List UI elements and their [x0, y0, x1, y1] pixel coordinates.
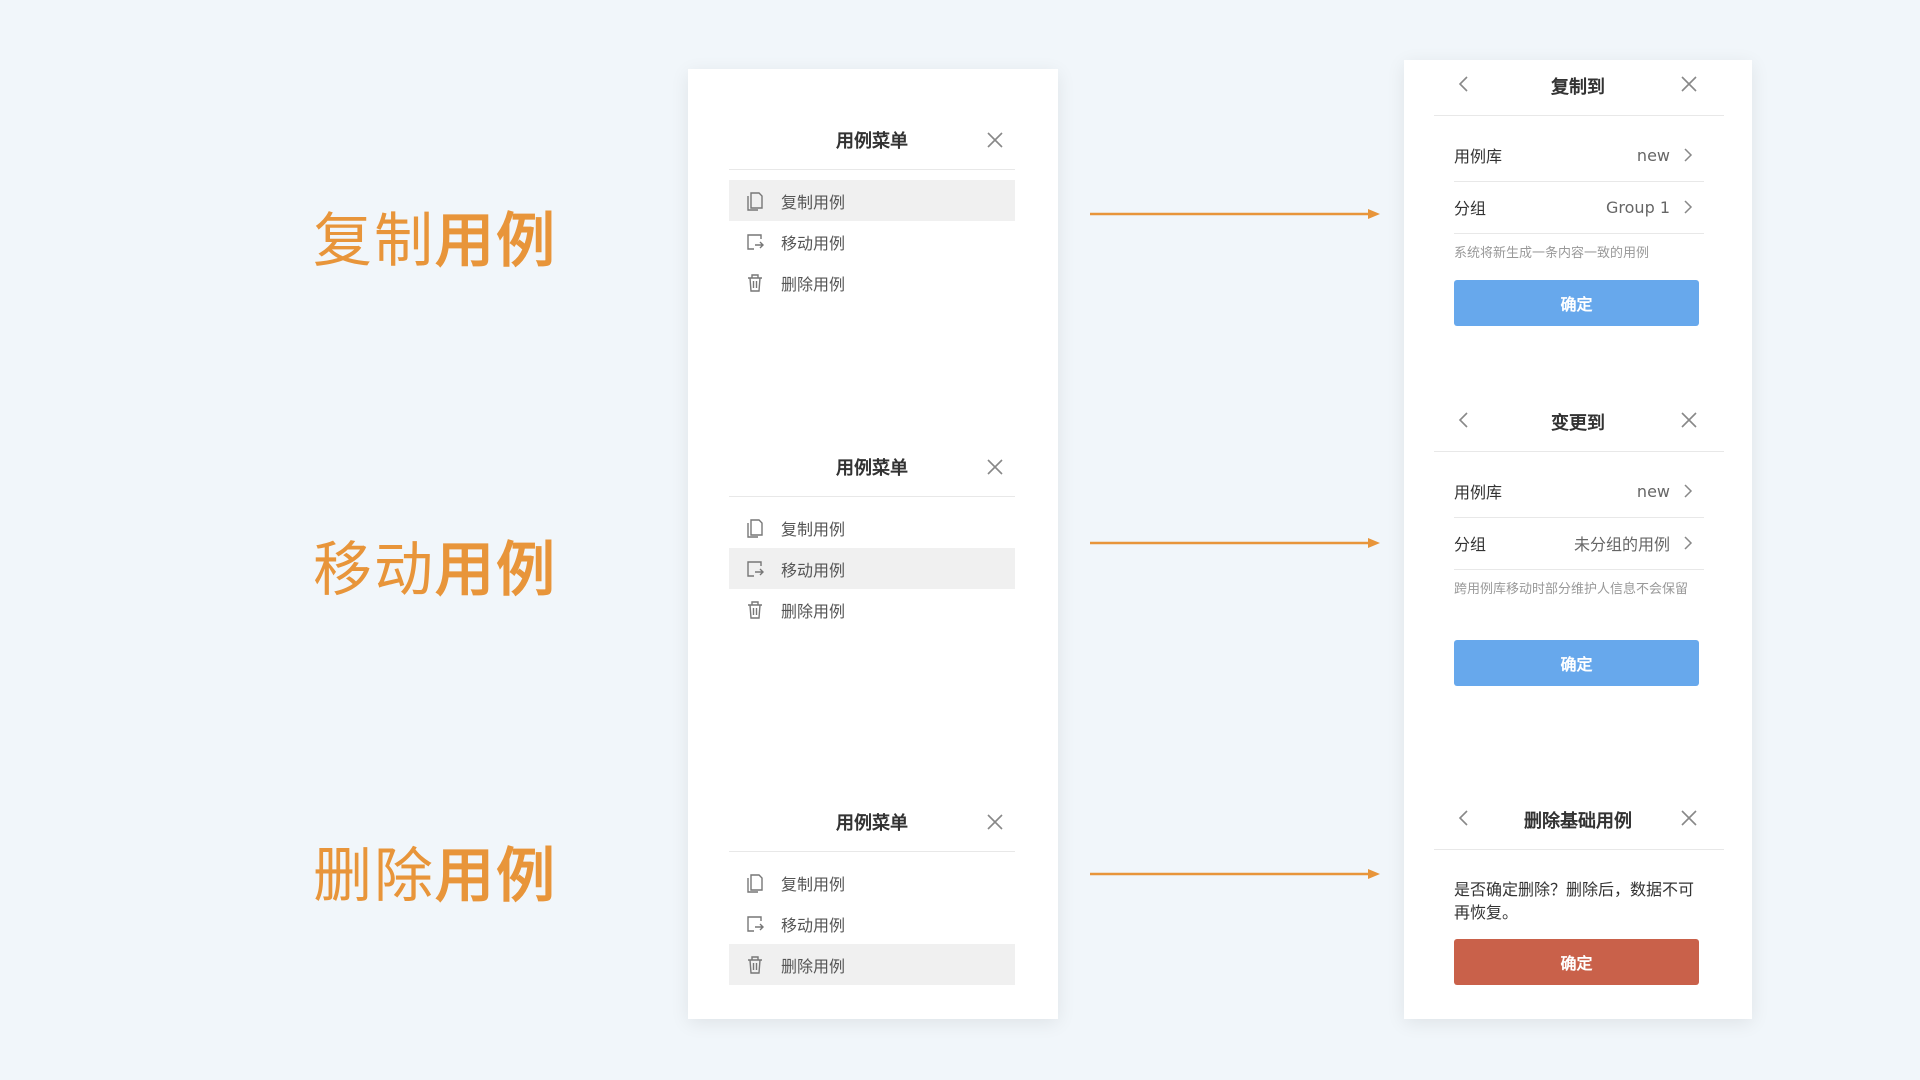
- menu-item-move[interactable]: 移动用例: [729, 221, 1015, 262]
- confirm-delete-button[interactable]: 确定: [1454, 939, 1699, 985]
- menu-item-copy[interactable]: 复制用例: [729, 507, 1015, 548]
- menu-item-label: 移动用例: [781, 915, 846, 935]
- menu-item-move[interactable]: 移动用例: [729, 903, 1015, 944]
- label-move-case: 移动用例: [313, 535, 558, 604]
- divider: [1454, 233, 1704, 234]
- confirm-button[interactable]: 确定: [1454, 640, 1699, 686]
- group-value: Group 1: [1606, 197, 1670, 217]
- library-label: 用例库: [1454, 147, 1503, 166]
- menu-item-label: 移动用例: [781, 560, 846, 580]
- flow-arrow-icon: [1090, 869, 1380, 879]
- close-icon[interactable]: [985, 812, 1005, 832]
- divider: [1454, 517, 1704, 518]
- close-icon[interactable]: [985, 457, 1005, 477]
- trash-icon: [748, 273, 762, 292]
- action-panels-card: 复制到 用例库 new 分组 Group 1 系统将新生成一条内容一致的用例 确…: [1404, 60, 1752, 1019]
- menu-item-delete[interactable]: 删除用例: [729, 944, 1015, 985]
- trash-icon: [748, 600, 762, 619]
- group-value: 未分组的用例: [1573, 535, 1670, 554]
- move-icon: [747, 233, 764, 250]
- close-icon[interactable]: [1679, 74, 1699, 94]
- divider: [1434, 115, 1724, 116]
- library-label: 用例库: [1454, 483, 1503, 502]
- menu-item-delete[interactable]: 删除用例: [729, 262, 1015, 303]
- library-value: new: [1636, 481, 1670, 501]
- menu-item-label: 删除用例: [781, 956, 846, 976]
- close-icon[interactable]: [985, 130, 1005, 150]
- label-copy-case: 复制用例: [313, 206, 558, 275]
- close-icon[interactable]: [1679, 808, 1699, 828]
- chevron-right-icon: [1684, 536, 1693, 550]
- menu-item-label: 复制用例: [781, 519, 846, 539]
- label-delete-case: 删除用例: [313, 841, 558, 910]
- group-select-row[interactable]: 分组 Group 1: [1454, 182, 1694, 232]
- delete-confirm-message: 是否确定删除？删除后，数据不可再恢复。: [1454, 880, 1695, 922]
- divider: [729, 851, 1015, 852]
- library-value: new: [1636, 145, 1670, 165]
- group-label: 分组: [1454, 199, 1487, 218]
- group-select-row[interactable]: 分组 未分组的用例: [1454, 518, 1694, 568]
- case-menu-card: 用例菜单 复制用例 移动用例 删除用例 用例菜单 复制用例 移动用例: [688, 69, 1058, 1019]
- divider: [729, 169, 1015, 170]
- flow-arrow-icon: [1090, 209, 1380, 219]
- group-label: 分组: [1454, 535, 1487, 554]
- menu-item-label: 复制用例: [781, 192, 846, 212]
- menu-item-label: 删除用例: [781, 274, 846, 294]
- divider: [1434, 849, 1724, 850]
- menu-item-delete[interactable]: 删除用例: [729, 589, 1015, 630]
- library-select-row[interactable]: 用例库 new: [1454, 130, 1694, 180]
- menu-item-move[interactable]: 移动用例: [729, 548, 1015, 589]
- menu-title: 用例菜单: [836, 131, 908, 152]
- divider: [1434, 451, 1724, 452]
- menu-item-copy[interactable]: 复制用例: [729, 180, 1015, 221]
- menu-item-copy[interactable]: 复制用例: [729, 862, 1015, 903]
- close-icon[interactable]: [1679, 410, 1699, 430]
- menu-title: 用例菜单: [836, 813, 908, 834]
- library-select-row[interactable]: 用例库 new: [1454, 466, 1694, 516]
- back-icon[interactable]: [1456, 410, 1472, 430]
- panel-title: 复制到: [1551, 77, 1605, 98]
- copy-icon: [747, 191, 763, 211]
- confirm-button[interactable]: 确定: [1454, 280, 1699, 326]
- chevron-right-icon: [1684, 148, 1693, 162]
- chevron-right-icon: [1684, 484, 1693, 498]
- copy-hint: 系统将新生成一条内容一致的用例: [1454, 246, 1650, 261]
- trash-icon: [748, 955, 762, 974]
- menu-title: 用例菜单: [836, 458, 908, 479]
- menu-item-label: 复制用例: [781, 874, 846, 894]
- menu-item-label: 移动用例: [781, 233, 846, 253]
- divider: [729, 496, 1015, 497]
- menu-item-label: 删除用例: [781, 601, 846, 621]
- copy-icon: [747, 518, 763, 538]
- panel-title: 删除基础用例: [1524, 811, 1632, 832]
- move-icon: [747, 560, 764, 577]
- move-icon: [747, 915, 764, 932]
- panel-title: 变更到: [1551, 413, 1605, 434]
- divider: [1454, 569, 1704, 570]
- move-hint: 跨用例库移动时部分维护人信息不会保留: [1454, 582, 1689, 597]
- chevron-right-icon: [1684, 200, 1693, 214]
- back-icon[interactable]: [1456, 74, 1472, 94]
- divider: [1454, 181, 1704, 182]
- flow-arrow-icon: [1090, 538, 1380, 548]
- copy-icon: [747, 873, 763, 893]
- back-icon[interactable]: [1456, 808, 1472, 828]
